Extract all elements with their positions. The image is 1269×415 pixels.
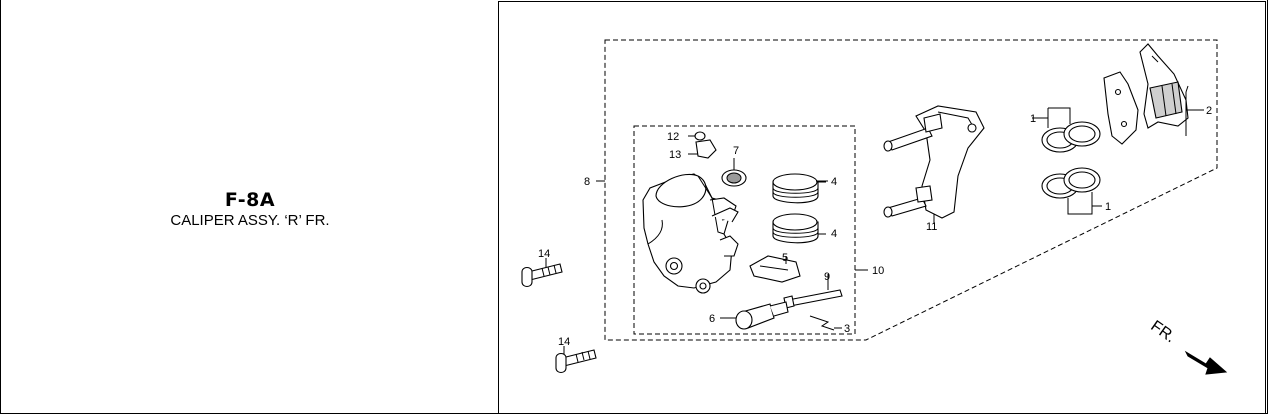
part-5-pad-spring[interactable] xyxy=(749,255,801,283)
part-4-piston-lower[interactable] xyxy=(772,213,826,244)
caliper-body[interactable] xyxy=(642,173,739,294)
callout-6: 6 xyxy=(709,313,715,325)
part-1-seal-upper[interactable] xyxy=(1032,107,1101,153)
front-arrow-icon xyxy=(1184,350,1228,375)
callout-1b: 1 xyxy=(1105,201,1111,213)
callout-3: 3 xyxy=(844,323,850,335)
callout-12: 12 xyxy=(667,131,679,143)
callout-10: 10 xyxy=(872,265,884,277)
callout-11: 11 xyxy=(926,221,937,233)
part-12-13-bleeder[interactable] xyxy=(688,131,717,159)
callout-4a: 4 xyxy=(831,176,837,188)
front-direction-indicator: FR. xyxy=(1148,318,1228,375)
part-6-caliper-pin[interactable] xyxy=(720,301,789,330)
callout-4b: 4 xyxy=(831,228,837,240)
part-1-seal-lower[interactable] xyxy=(1041,167,1102,215)
callout-8: 8 xyxy=(584,176,590,188)
part-4-piston-upper[interactable] xyxy=(772,173,826,204)
assembly-8-dashed-boundary xyxy=(604,39,1218,341)
figure-code: F-8A xyxy=(224,189,276,211)
figure-name: CALIPER ASSY. ‘R’ FR. xyxy=(170,212,330,229)
callout-14a: 14 xyxy=(538,248,550,260)
callout-14b: 14 xyxy=(558,336,570,348)
part-2-brake-pad-inner[interactable] xyxy=(1139,43,1204,136)
part-7-bleeder-cap[interactable] xyxy=(721,158,747,187)
diagram-frame xyxy=(498,1,1266,414)
callout-9: 9 xyxy=(824,271,830,283)
part-14-bolt-upper[interactable] xyxy=(521,258,563,288)
part-3-pin-clip[interactable] xyxy=(809,315,842,331)
front-label: FR. xyxy=(1148,318,1179,347)
exploded-parts-diagram: 1 1 2 3 4 4 5 6 7 8 9 10 11 12 13 14 14 … xyxy=(521,39,1228,375)
assembly-10-dashed-boundary xyxy=(633,125,856,335)
part-2-brake-pad-outer[interactable] xyxy=(1103,71,1139,145)
callout-7: 7 xyxy=(733,145,739,157)
figure-title-block: F-8A CALIPER ASSY. ‘R’ FR. xyxy=(0,188,500,230)
callout-5: 5 xyxy=(782,252,788,264)
part-11-caliper-bracket[interactable] xyxy=(883,105,985,224)
part-14-bolt-lower[interactable] xyxy=(555,346,597,374)
callout-1a: 1 xyxy=(1030,113,1036,125)
part-9-slide-pin[interactable] xyxy=(783,274,843,309)
callout-13: 13 xyxy=(669,149,681,161)
callout-2: 2 xyxy=(1206,105,1212,117)
